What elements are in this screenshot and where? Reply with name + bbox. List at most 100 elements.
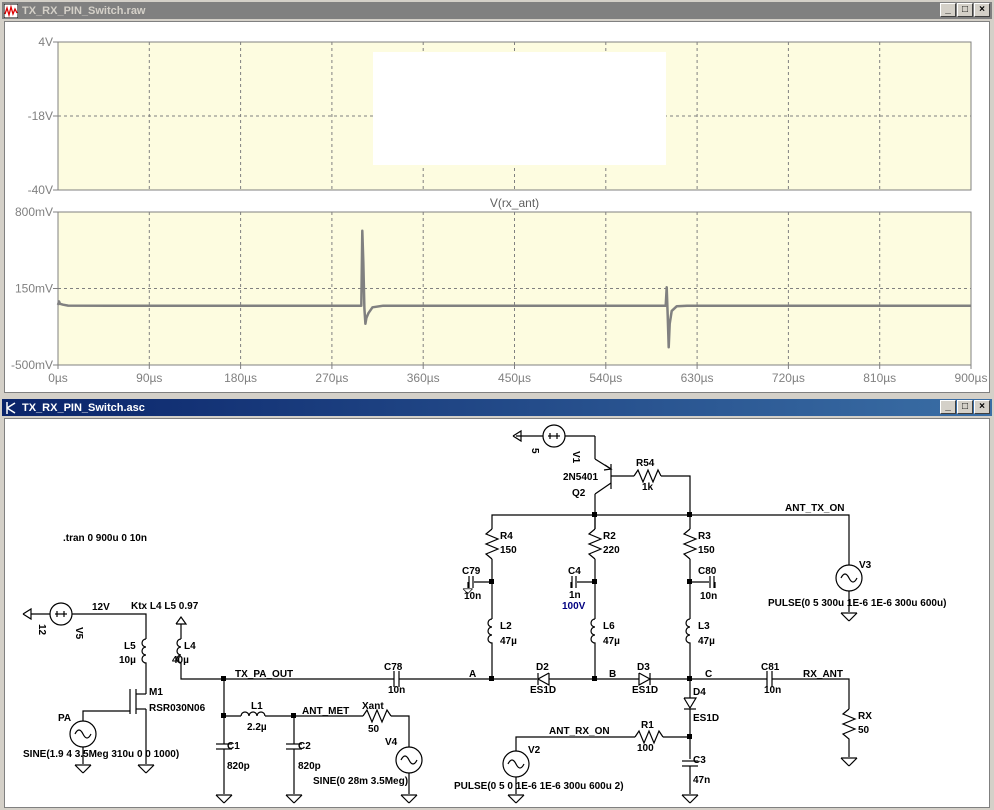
schematic-window: TX_RX_PIN_Switch.asc _ □ × [0, 397, 994, 810]
r2-resistor[interactable] [587, 528, 603, 560]
x-tick-label: 630µs [681, 371, 714, 385]
c79-ref-label: C79 [462, 566, 481, 577]
c80-capacitor[interactable] [690, 576, 716, 588]
r4-resistor[interactable] [484, 528, 500, 560]
m1-mosfet[interactable] [111, 689, 146, 714]
c79-capacitor[interactable] [467, 576, 492, 588]
waveform-close-button[interactable]: × [974, 3, 990, 17]
y-tick-label: 800mV [15, 205, 53, 219]
l1-value-label: 2.2µ [247, 722, 267, 733]
y-tick-label: -500mV [11, 358, 53, 372]
schematic-drawing[interactable]: .tran 0 900u 0 10n 2N5401 Q2 R54 1k V1 5… [5, 419, 989, 807]
l2-value-label: 47µ [500, 636, 517, 647]
l1-inductor[interactable] [240, 711, 266, 717]
v5-ref-label: V5 [73, 627, 84, 640]
l4-value-label: 40µ [172, 655, 189, 666]
waveform-title-bar[interactable]: TX_RX_PIN_Switch.raw _ □ × [2, 2, 992, 19]
l3-inductor[interactable] [685, 618, 691, 679]
c1-value-label: 820p [227, 761, 250, 772]
v2-value-label: PULSE(0 5 0 1E-6 1E-6 300u 600u 2) [454, 781, 624, 792]
r1-ref-label: R1 [641, 720, 654, 731]
ktx-directive[interactable]: Ktx L4 L5 0.97 [131, 601, 199, 612]
m1-ref-label: M1 [149, 687, 163, 698]
l4-inductor[interactable] [176, 638, 182, 669]
l5-ref-label: L5 [124, 641, 136, 652]
x-tick-label: 720µs [772, 371, 805, 385]
waveform-minimize-button[interactable]: _ [940, 3, 956, 17]
y-tick-label: -40V [28, 183, 53, 197]
y-tick-label: -18V [28, 109, 53, 123]
c2-value-label: 820p [298, 761, 321, 772]
x-tick-label: 270µs [315, 371, 348, 385]
r2-ref-label: R2 [603, 531, 616, 542]
node-a-label: A [469, 669, 476, 680]
v3-ref-label: V3 [859, 560, 872, 571]
c1-ref-label: C1 [227, 741, 240, 752]
c81-value-label: 10n [764, 685, 781, 696]
c79-value-label: 10n [464, 591, 481, 602]
schematic-canvas[interactable]: .tran 0 900u 0 10n 2N5401 Q2 R54 1k V1 5… [4, 418, 990, 808]
v5-source[interactable] [49, 602, 73, 626]
d4-diode[interactable] [683, 697, 698, 710]
rx-ant-label: RX_ANT [803, 669, 843, 680]
c4-value-label: 1n [569, 590, 581, 601]
l5-inductor[interactable] [141, 638, 147, 669]
r1-resistor[interactable] [634, 729, 664, 745]
x-tick-label: 90µs [136, 371, 162, 385]
c4-voltage-label: 100V [562, 601, 586, 612]
xant-value-label: 50 [368, 724, 380, 735]
ant-met-label: ANT_MET [302, 706, 349, 717]
schematic-close-button[interactable]: × [974, 400, 990, 414]
ant-tx-on-label: ANT_TX_ON [785, 503, 844, 514]
l1-ref-label: L1 [251, 701, 263, 712]
waveform-app-icon [4, 3, 18, 18]
schematic-minimize-button[interactable]: _ [940, 400, 956, 414]
tx-pa-out-label: TX_PA_OUT [235, 669, 293, 680]
v2-source[interactable] [502, 750, 530, 778]
schematic-title-bar[interactable]: TX_RX_PIN_Switch.asc _ □ × [2, 399, 992, 416]
ground-symbols [74, 588, 858, 804]
waveform-maximize-button[interactable]: □ [957, 3, 973, 17]
v1-value-label: 5 [529, 448, 540, 454]
l6-inductor[interactable] [590, 618, 596, 679]
r54-resistor[interactable] [633, 468, 662, 484]
x-tick-label: 180µs [224, 371, 257, 385]
pa-source[interactable] [69, 720, 97, 748]
v2-ref-label: V2 [528, 745, 541, 756]
v4-ref-label: V4 [385, 737, 398, 748]
r3-ref-label: R3 [698, 531, 711, 542]
top-pane-overlay [373, 52, 666, 165]
d2-model-label: ES1D [530, 685, 556, 696]
schematic-maximize-button[interactable]: □ [957, 400, 973, 414]
node-c-label: C [705, 669, 712, 680]
d2-diode[interactable] [536, 672, 550, 687]
x-tick-label: 540µs [589, 371, 622, 385]
d4-ref-label: D4 [693, 687, 706, 698]
rx-resistor[interactable] [841, 708, 857, 757]
c78-ref-label: C78 [384, 662, 403, 673]
v1-source[interactable] [542, 424, 566, 448]
r3-resistor[interactable] [682, 528, 698, 560]
v4-source[interactable] [395, 746, 423, 774]
r2-value-label: 220 [603, 545, 620, 556]
r1-value-label: 100 [637, 743, 654, 754]
v4-value-label: SINE(0 28m 3.5Meg) [313, 776, 408, 787]
schematic-window-title: TX_RX_PIN_Switch.asc [22, 401, 145, 414]
directive-text[interactable]: .tran 0 900u 0 10n [63, 533, 147, 544]
x-tick-label: 450µs [498, 371, 531, 385]
d3-diode[interactable] [638, 672, 652, 687]
r3-value-label: 150 [698, 545, 715, 556]
m1-model-label: RSR030N06 [149, 703, 206, 714]
xant-resistor[interactable] [362, 708, 392, 724]
rx-value-label: 50 [858, 725, 870, 736]
c4-capacitor[interactable] [570, 576, 595, 588]
l2-inductor[interactable] [487, 618, 493, 679]
c4-ref-label: C4 [568, 566, 581, 577]
trace-label: V(rx_ant) [490, 196, 539, 210]
l5-value-label: 10µ [119, 655, 136, 666]
l2-ref-label: L2 [500, 621, 512, 632]
c78-value-label: 10n [388, 685, 405, 696]
rx-ref-label: RX [858, 711, 872, 722]
